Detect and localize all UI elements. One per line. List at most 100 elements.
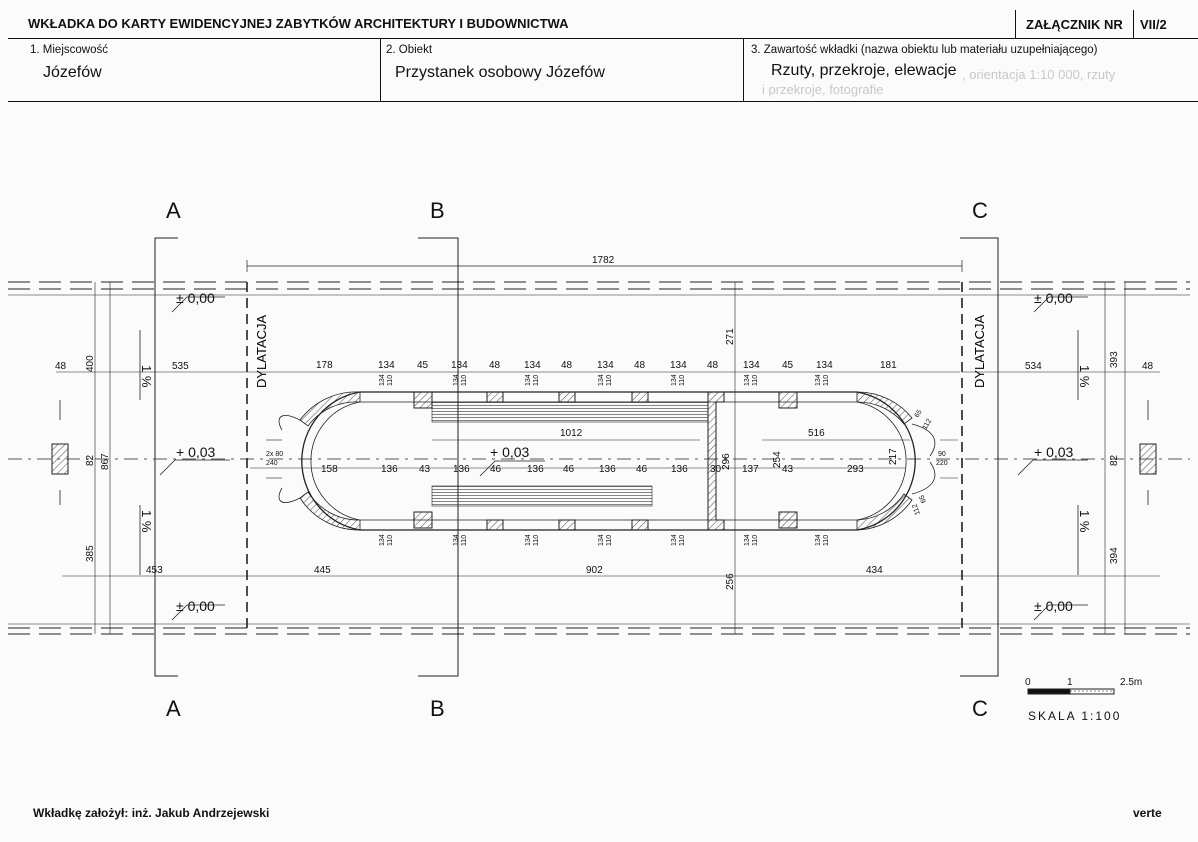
dim-small-top-3b: 110 (533, 375, 540, 386)
dim-left-535: 535 (172, 361, 189, 372)
dim-right-394: 394 (1109, 547, 1120, 564)
dim-left-48: 48 (55, 361, 67, 372)
scale-label: SKALA 1:100 (1028, 709, 1121, 723)
dim-door-right-b: 220 (936, 460, 948, 467)
dim-small-bot-4b: 110 (606, 535, 613, 546)
dim-small-bot-5a: 134 (671, 534, 678, 546)
dim-radius-65-top: 65 (914, 409, 924, 419)
dim-left-400: 400 (85, 355, 96, 372)
dim-mid-10: 30 (710, 464, 722, 475)
slope-bottom-left: 1 % (139, 510, 154, 533)
dim-small-top-3a: 134 (525, 374, 532, 386)
level-mid-left: + 0,03 (176, 444, 216, 460)
dim-small-bot-2a: 134 (453, 534, 460, 546)
dim-bottom-902: 902 (586, 565, 603, 576)
dim-mid-13: 293 (847, 464, 864, 475)
dim-small-top-6a: 134 (744, 374, 751, 386)
dim-vertical-256: 256 (725, 573, 736, 590)
annex-divider-2 (1133, 10, 1134, 38)
dim-small-top-6b: 110 (752, 375, 759, 386)
dim-mid-9: 136 (671, 464, 688, 475)
dim-top-2: 45 (417, 360, 429, 371)
content-faded-2: i przekroje, fotografie (762, 82, 884, 97)
dim-top-11: 134 (743, 360, 760, 371)
dim-small-top-7b: 110 (823, 375, 830, 386)
dim-mid-12: 43 (782, 464, 794, 475)
object-label: 2. Obiekt (386, 44, 433, 56)
expansion-joint-label-left: DYLATACJA (254, 314, 269, 388)
dim-bottom-434: 434 (866, 565, 883, 576)
dim-top-5: 134 (524, 360, 541, 371)
dim-inner-516: 516 (808, 428, 825, 439)
dim-left-385: 385 (85, 545, 96, 562)
dim-top-13: 134 (816, 360, 833, 371)
dim-small-top-2b: 110 (461, 375, 468, 386)
field-divider-2 (743, 38, 744, 101)
dim-top-14: 181 (880, 360, 897, 371)
dim-left-453: 453 (146, 565, 163, 576)
dim-door-right: 90 (938, 451, 946, 458)
annex-divider (1015, 10, 1016, 38)
dim-small-top-4a: 134 (598, 374, 605, 386)
section-letter-c-bottom: C (972, 696, 988, 721)
dim-vertical-296: 296 (721, 453, 732, 470)
dim-radius-65-bottom: 65 (919, 494, 928, 504)
dim-small-top-1a: 134 (379, 374, 386, 386)
dim-mid-11: 137 (742, 464, 759, 475)
dim-vertical-271: 271 (725, 328, 736, 345)
dim-right-393: 393 (1109, 351, 1120, 368)
verte-note: verte (1133, 806, 1162, 820)
dim-mid-4: 46 (490, 464, 502, 475)
dim-small-bot-4a: 134 (598, 534, 605, 546)
dim-right-48: 48 (1142, 361, 1154, 372)
dim-top-8: 48 (634, 360, 646, 371)
dim-top-4: 48 (489, 360, 501, 371)
dim-small-top-1b: 110 (387, 375, 394, 386)
dim-left-867: 867 (100, 453, 111, 470)
document-title: WKŁADKA DO KARTY EWIDENCYJNEJ ZABYTKÓW A… (28, 16, 569, 31)
slope-bottom-right: 1 % (1077, 510, 1092, 533)
section-letter-c-top: C (972, 198, 988, 223)
dim-door-left-b: 240 (266, 460, 278, 467)
expansion-joint-label-right: DYLATACJA (972, 314, 987, 388)
dim-small-bot-2b: 110 (461, 535, 468, 546)
dim-small-bot-1b: 110 (387, 535, 394, 546)
dim-right-82: 82 (1109, 454, 1120, 466)
dim-top-3: 134 (451, 360, 468, 371)
locality-label: 1. Miejscowość (30, 44, 108, 56)
dim-left-82: 82 (85, 454, 96, 466)
level-bottom-right: ± 0,00 (1034, 598, 1073, 614)
section-letter-a-top: A (166, 198, 181, 223)
dim-small-bot-7a: 134 (815, 534, 822, 546)
dim-mid-7: 136 (599, 464, 616, 475)
dim-overall: 1782 (592, 255, 615, 266)
scale-tick-0: 0 (1025, 677, 1031, 688)
section-letter-b-top: B (430, 198, 445, 223)
object-value: Przystanek osobowy Józefów (395, 64, 605, 81)
dim-door-left: 2x 80 (266, 451, 283, 458)
field-divider-1 (380, 38, 381, 101)
dim-small-bot-3b: 110 (533, 535, 540, 546)
dim-small-bot-7b: 110 (823, 535, 830, 546)
dim-top-9: 134 (670, 360, 687, 371)
annex-number: VII/2 (1140, 17, 1167, 32)
dim-bottom-445: 445 (314, 565, 331, 576)
dim-top-10: 48 (707, 360, 719, 371)
dim-inner-1012: 1012 (560, 428, 583, 439)
dim-small-bot-6a: 134 (744, 534, 751, 546)
dim-vertical-254: 254 (772, 451, 783, 468)
fields-rule (8, 101, 1198, 102)
author-note: Wkładkę założył: inż. Jakub Andrzejewski (33, 806, 270, 820)
content-label: 3. Zawartość wkładki (nazwa obiektu lub … (751, 44, 1098, 56)
dim-small-bot-5b: 110 (679, 535, 686, 546)
dim-small-bot-6b: 110 (752, 535, 759, 546)
locality-value: Józefów (43, 64, 102, 81)
section-letter-a-bottom: A (166, 696, 181, 721)
scale-tick-1: 1 (1067, 677, 1073, 688)
dim-mid-3: 136 (453, 464, 470, 475)
dim-top-1: 134 (378, 360, 395, 371)
dim-small-bot-1a: 134 (379, 534, 386, 546)
dim-mid-0: 158 (321, 464, 338, 475)
dim-mid-8: 46 (636, 464, 648, 475)
